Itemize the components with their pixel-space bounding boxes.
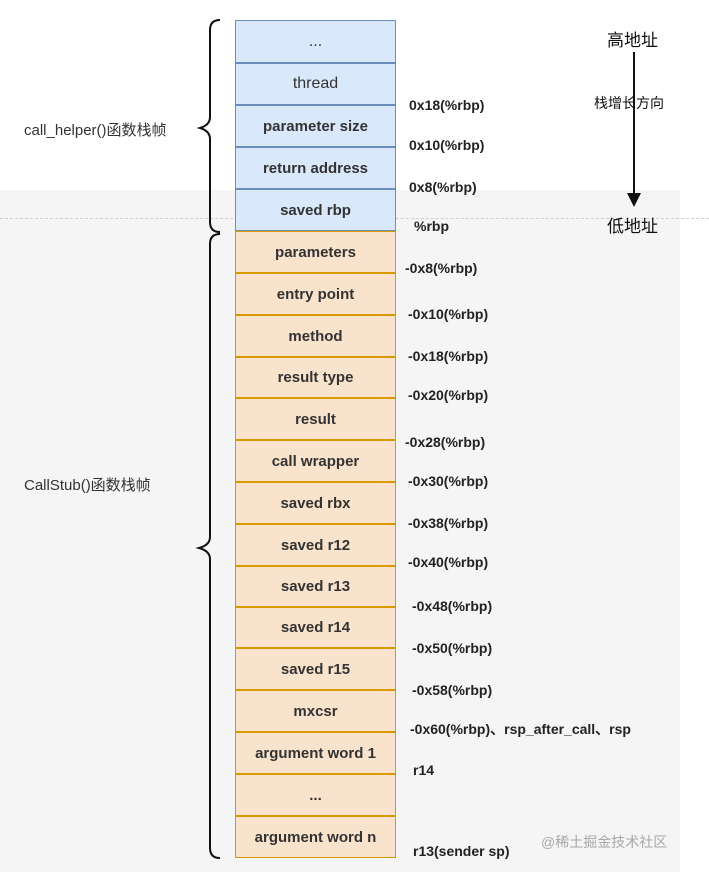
- stack-cell-result: result: [235, 398, 396, 440]
- offset-label: -0x50(%rbp): [412, 640, 493, 656]
- stack-cell-saved-r14: saved r14: [235, 607, 396, 648]
- offset-label: -0x20(%rbp): [408, 387, 489, 403]
- stack-cell-mxcsr: mxcsr: [235, 690, 396, 732]
- stack-cell-entry-point: entry point: [235, 273, 396, 315]
- high-address-label: 高地址: [607, 31, 658, 50]
- offset-label: -0x40(%rbp): [408, 554, 489, 570]
- stack-cell-thread: thread: [235, 63, 396, 105]
- offset-label: 0x18(%rbp): [409, 97, 485, 113]
- stack-cell-parameter-size: parameter size: [235, 105, 396, 147]
- offset-label: -0x10(%rbp): [408, 306, 489, 322]
- growth-arrow-head: [627, 193, 641, 207]
- brace-call-helper: [196, 19, 221, 233]
- stack-cell-saved-r15: saved r15: [235, 648, 396, 690]
- stack-cell-parameters: parameters: [235, 231, 396, 273]
- offset-label: -0x28(%rbp): [405, 434, 486, 450]
- offset-label: r14: [413, 762, 435, 778]
- low-address-label: 低地址: [607, 217, 658, 236]
- stack-cell-result-type: result type: [235, 357, 396, 398]
- frame-label-call-helper: call_helper()函数栈帧: [24, 122, 167, 139]
- brace-callstub: [195, 233, 221, 859]
- frame-label-callstub: CallStub()函数栈帧: [24, 477, 151, 494]
- offset-label: %rbp: [414, 218, 449, 234]
- stack-cell-ellipsis-bottom: ...: [235, 774, 396, 816]
- stack-cell-saved-rbp: saved rbp: [235, 189, 396, 231]
- stack-cell-argument-word-1: argument word 1: [235, 732, 396, 774]
- stack-cell-saved-r13: saved r13: [235, 566, 396, 607]
- stack-cell-argument-word-n: argument word n: [235, 816, 396, 858]
- stack-growth-label: 栈增长方向: [593, 93, 665, 113]
- stack-cell-saved-r12: saved r12: [235, 524, 396, 566]
- offset-label: 0x10(%rbp): [409, 137, 485, 153]
- stack-cell-call-wrapper: call wrapper: [235, 440, 396, 482]
- offset-label: -0x58(%rbp): [412, 682, 493, 698]
- stack-cell-return-address: return address: [235, 147, 396, 189]
- stack-cell-saved-rbx: saved rbx: [235, 482, 396, 524]
- stack-cell-method: method: [235, 315, 396, 357]
- offset-label: 0x8(%rbp): [409, 179, 477, 195]
- offset-label: -0x30(%rbp): [408, 473, 489, 489]
- offset-label: -0x38(%rbp): [408, 515, 489, 531]
- stack-cell-ellipsis-top: ...: [235, 20, 396, 63]
- watermark: @稀土掘金技术社区: [541, 834, 668, 850]
- offset-label: r13(sender sp): [413, 843, 510, 859]
- offset-label: -0x18(%rbp): [408, 348, 489, 364]
- offset-label: -0x60(%rbp)、rsp_after_call、rsp: [410, 721, 631, 737]
- offset-label: -0x48(%rbp): [412, 598, 493, 614]
- offset-label: -0x8(%rbp): [405, 260, 478, 276]
